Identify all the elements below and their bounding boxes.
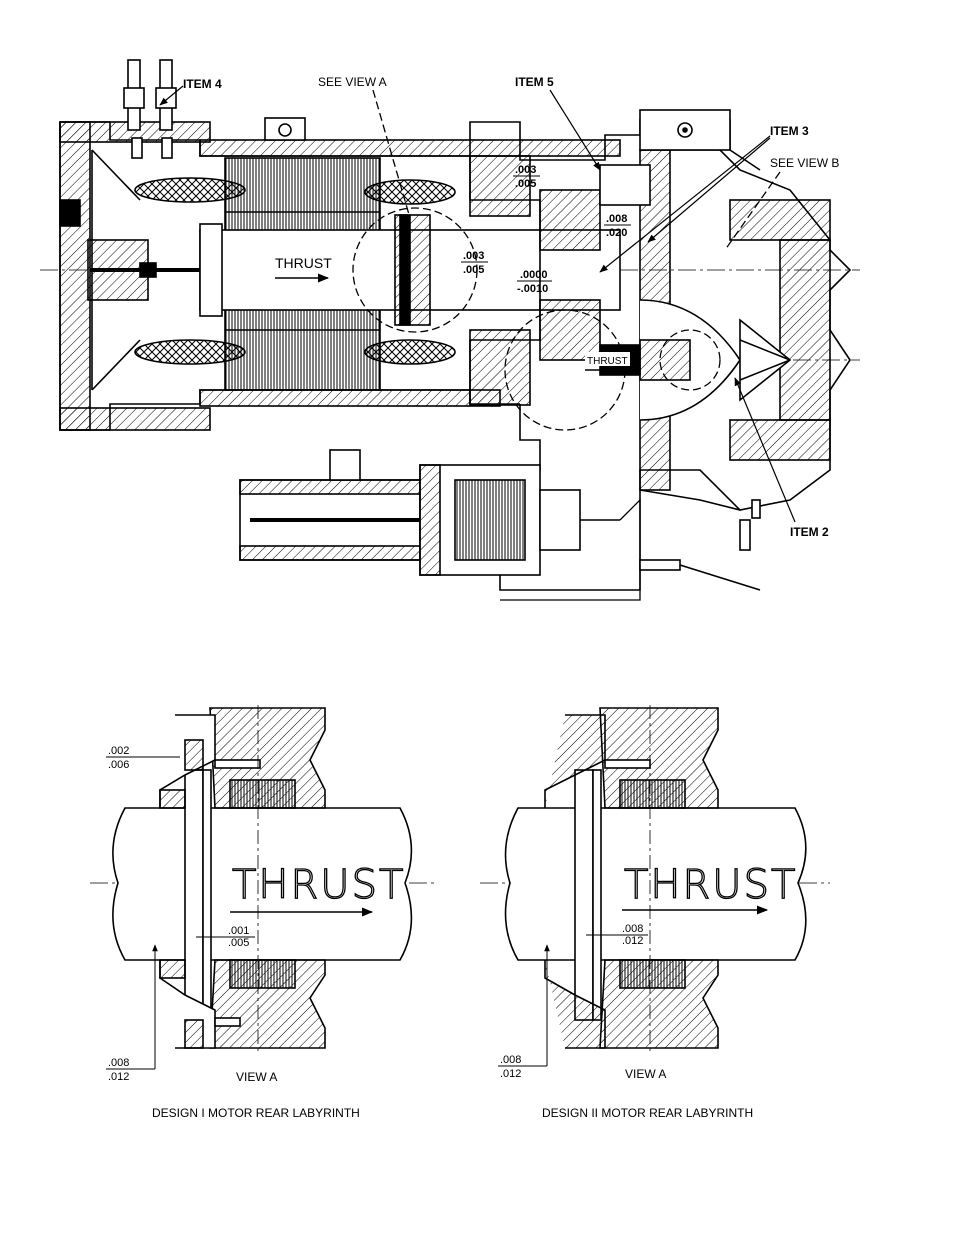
svg-text:.003: .003	[515, 164, 536, 176]
item3-label: ITEM 3	[770, 124, 809, 138]
item4-label: ITEM 4	[183, 77, 222, 91]
svg-text:.002: .002	[108, 745, 129, 757]
svg-text:.012: .012	[500, 1068, 521, 1080]
view-a-design-1	[90, 705, 435, 1055]
item5-label: ITEM 5	[515, 75, 554, 89]
svg-text:-.0010: -.0010	[517, 283, 548, 295]
view-a-1-label: VIEW A	[236, 1070, 277, 1084]
view-a-1-dim-c: .008 .012	[106, 944, 158, 1083]
view-a-2-label: VIEW A	[625, 1067, 666, 1081]
svg-text:.012: .012	[108, 1071, 129, 1083]
svg-text:.008: .008	[500, 1054, 521, 1066]
view-a-1-dim-a: .002 .006	[106, 745, 180, 771]
svg-text:.001: .001	[228, 925, 249, 937]
small-thrust-label: THRUST	[587, 356, 628, 367]
view-a-1-thrust: THRUST	[232, 862, 405, 908]
main-dim-2: .003 .005	[461, 250, 488, 276]
item2-label: ITEM 2	[790, 525, 829, 539]
view-a-1-dim-b: .001 .005	[196, 925, 255, 949]
svg-text:.008: .008	[622, 923, 643, 935]
svg-text:.005: .005	[228, 937, 249, 949]
see-view-b-label: SEE VIEW B	[770, 156, 839, 170]
view-a-2-dim-c: .008 .012	[498, 944, 550, 1080]
svg-text:.006: .006	[108, 759, 129, 771]
design-1-caption: DESIGN I MOTOR REAR LABYRINTH	[152, 1106, 360, 1120]
main-dim-4: .008 .020	[604, 213, 631, 239]
view-a-design-2	[480, 705, 830, 1055]
see-view-a-label: SEE VIEW A	[318, 75, 387, 89]
svg-text:.003: .003	[463, 250, 484, 262]
svg-text:.005: .005	[515, 178, 536, 190]
view-a-2-thrust: THRUST	[624, 862, 797, 908]
main-thrust-label: THRUST	[275, 255, 332, 271]
main-dim-3: .0000 -.0010	[517, 269, 552, 295]
svg-text:.008: .008	[606, 213, 627, 225]
svg-text:.008: .008	[108, 1057, 129, 1069]
design-2-caption: DESIGN II MOTOR REAR LABYRINTH	[542, 1106, 753, 1120]
main-dim-1: .003 .005	[513, 164, 540, 190]
view-a-2-dim-b: .008 .012	[586, 923, 648, 947]
svg-text:.005: .005	[463, 264, 484, 276]
svg-text:.020: .020	[606, 227, 627, 239]
svg-text:.012: .012	[622, 935, 643, 947]
motor-assembly-section	[40, 59, 860, 601]
svg-text:.0000: .0000	[520, 269, 548, 281]
